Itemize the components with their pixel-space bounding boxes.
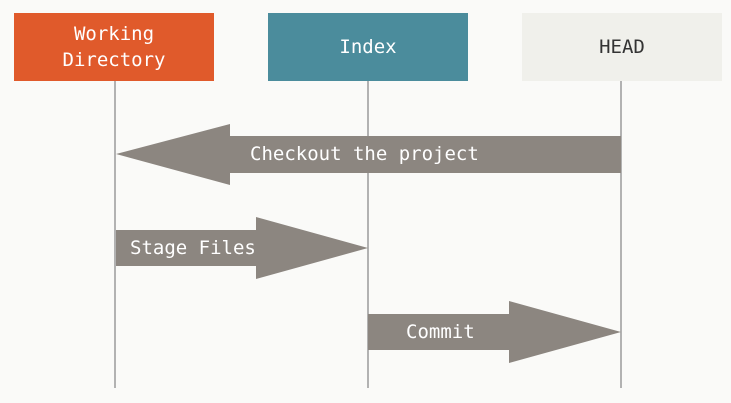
checkout-arrow-label: Checkout the project (250, 143, 479, 165)
working-directory-box: Working Directory (14, 13, 214, 81)
checkout-arrow (116, 124, 621, 185)
commit-arrow-label: Commit (406, 321, 475, 343)
index-box: Index (268, 13, 468, 81)
head-label: HEAD (599, 36, 645, 58)
stage-files-arrow-label: Stage Files (130, 237, 256, 259)
head-box: HEAD (522, 13, 722, 81)
working-directory-label: Working Directory (62, 23, 166, 71)
index-label: Index (339, 36, 397, 58)
commit-arrow (368, 301, 621, 363)
stage-files-arrow (116, 217, 368, 279)
